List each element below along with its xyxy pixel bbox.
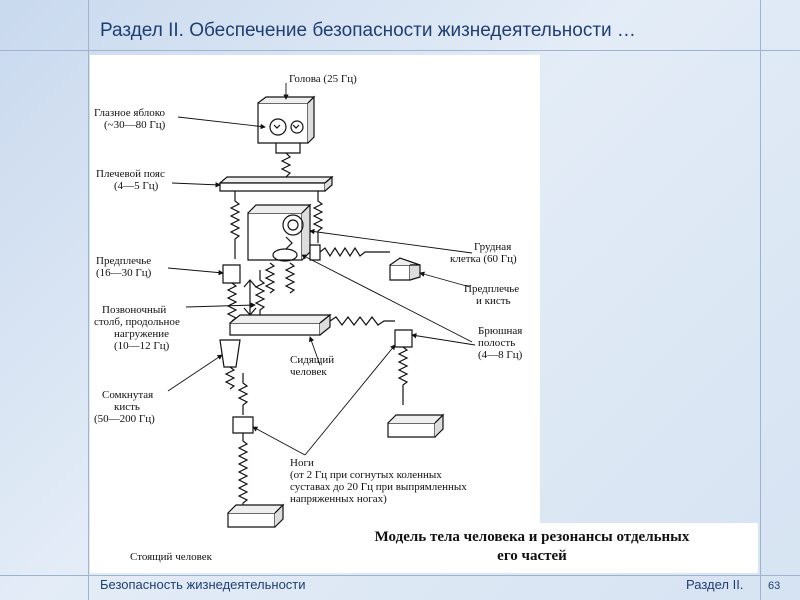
label-forearm-title: Предплечье — [96, 255, 152, 267]
chest-box — [247, 203, 312, 261]
fist-block — [219, 339, 241, 368]
label-sitting-1: Сидящий — [290, 354, 335, 366]
label-fist-2: кисть — [114, 401, 140, 413]
forearm-block — [222, 264, 241, 284]
decor-vline-left — [88, 0, 89, 600]
shoulder-girdle — [218, 175, 334, 192]
forearm-hand-arm — [309, 244, 421, 281]
body-resonance-diagram: Голова (25 Гц) Глазное яблоко (~30—80 Гц… — [90, 55, 540, 573]
label-spine-1: Позвоночный — [102, 304, 167, 316]
label-spine-3: нагружение — [114, 328, 169, 340]
label-chest-2: клетка (60 Гц) — [450, 253, 517, 265]
label-abdomen-1: Брюшная — [478, 325, 523, 337]
foot-standing — [227, 512, 276, 528]
decor-hline-top — [0, 50, 800, 51]
label-head: Голова (25 Гц) — [289, 73, 357, 85]
seat-pelvis — [229, 313, 332, 336]
diagram-drawing — [167, 83, 476, 528]
footer-course-name: Безопасность жизнедеятельности — [100, 577, 306, 592]
label-forearm-hand-2: и кисть — [476, 295, 511, 307]
neck-spring — [280, 152, 292, 178]
caption-line-2: его частей — [497, 548, 567, 564]
left-spring-upper — [229, 191, 241, 259]
label-spine-4: (10—12 Гц) — [114, 340, 170, 352]
label-shoulder-title: Плечевой пояс — [96, 168, 165, 180]
label-legs-3: суставах до 20 Гц при выпрямленных — [290, 481, 467, 493]
slide-title: Раздел II. Обеспечение безопасности жизн… — [100, 20, 636, 41]
label-standing: Стоящий человек — [130, 551, 212, 563]
label-fist-1: Сомкнутая — [102, 389, 154, 401]
page-number: 63 — [768, 580, 781, 592]
decor-vline-right — [760, 0, 761, 600]
head-block — [257, 95, 316, 154]
label-forearm-freq: (16—30 Гц) — [96, 267, 152, 279]
label-eyeball-freq: (~30—80 Гц) — [104, 119, 166, 131]
label-shoulder-freq: (4—5 Гц) — [114, 180, 159, 192]
thigh-spring — [329, 316, 395, 326]
decor-hline-bottom — [0, 575, 800, 576]
foot-sitting — [387, 422, 436, 438]
abdomen-mass — [272, 248, 298, 262]
label-legs-1: Ноги — [290, 457, 314, 469]
label-abdomen-3: (4—8 Гц) — [478, 349, 523, 361]
caption-line-1: Модель тела человека и резонансы отдельн… — [374, 529, 690, 545]
label-spine-2: столб, продольное — [94, 316, 180, 328]
label-eyeball-title: Глазное яблоко — [94, 107, 166, 119]
label-legs-4: напряженных ногах) — [290, 493, 387, 505]
label-fist-3: (50—200 Гц) — [94, 413, 155, 425]
right-spring-upper — [312, 191, 324, 243]
label-forearm-hand-1: Предплечье — [464, 283, 520, 295]
label-chest-1: Грудная — [474, 241, 512, 253]
spine-spring — [254, 270, 266, 320]
label-legs-2: (от 2 Гц при согнутых коленных — [290, 469, 442, 481]
footer-section: Раздел II. — [686, 577, 744, 592]
label-abdomen-2: полость — [478, 337, 516, 349]
knee-block — [232, 416, 254, 434]
label-sitting-2: человек — [290, 366, 327, 378]
figure-caption: Модель тела человека и резонансы отдельн… — [306, 523, 758, 573]
